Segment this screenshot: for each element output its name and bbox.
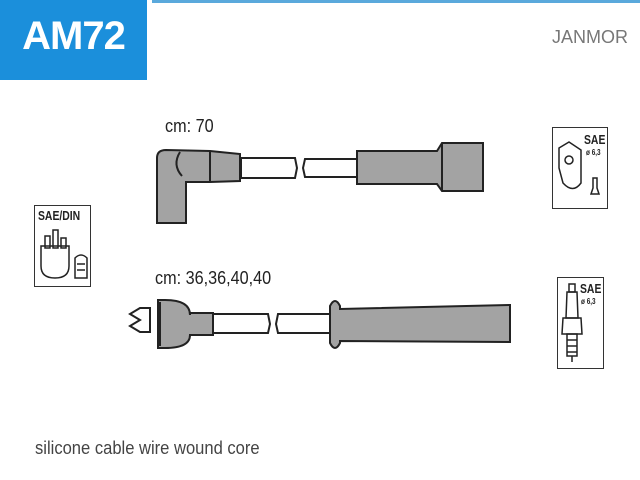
wire-segment <box>212 313 272 334</box>
sae-din-distributor-icon: SAE/DIN <box>34 205 91 287</box>
straight-boot <box>356 142 484 192</box>
sae-distributor-icon: SAE ø 6,3 <box>552 127 608 209</box>
part-code: AM72 <box>22 14 126 58</box>
brand-name: JANMOR <box>552 27 628 47</box>
sae-spark-plug-icon: SAE ø 6,3 <box>557 277 604 369</box>
long-boot <box>329 300 511 349</box>
distributor-icon <box>558 141 601 195</box>
cable-2 <box>128 299 511 349</box>
icon-label: SAE <box>584 132 606 147</box>
icon-label: SAE/DIN <box>38 208 81 223</box>
part-code-banner: AM72 <box>0 0 147 80</box>
cable-description: silicone cable wire wound core <box>35 438 260 458</box>
icon-diameter: ø 6,3 <box>581 297 596 306</box>
icon-label: SAE <box>580 281 602 296</box>
wire-segment <box>301 158 358 178</box>
cable-1-length: cm: 70 <box>165 116 214 136</box>
wire-segment <box>240 157 299 179</box>
header-divider <box>152 0 640 3</box>
plug-boot <box>157 299 214 349</box>
distributor-cap-icon <box>40 229 88 279</box>
cable-1 <box>156 142 484 224</box>
angled-boot <box>156 148 241 224</box>
wire-segment <box>274 313 331 334</box>
spark-plug-icon <box>561 283 583 362</box>
terminal-clip <box>128 307 151 333</box>
icon-diameter: ø 6,3 <box>586 148 601 157</box>
cable-2-length: cm: 36,36,40,40 <box>155 268 272 288</box>
